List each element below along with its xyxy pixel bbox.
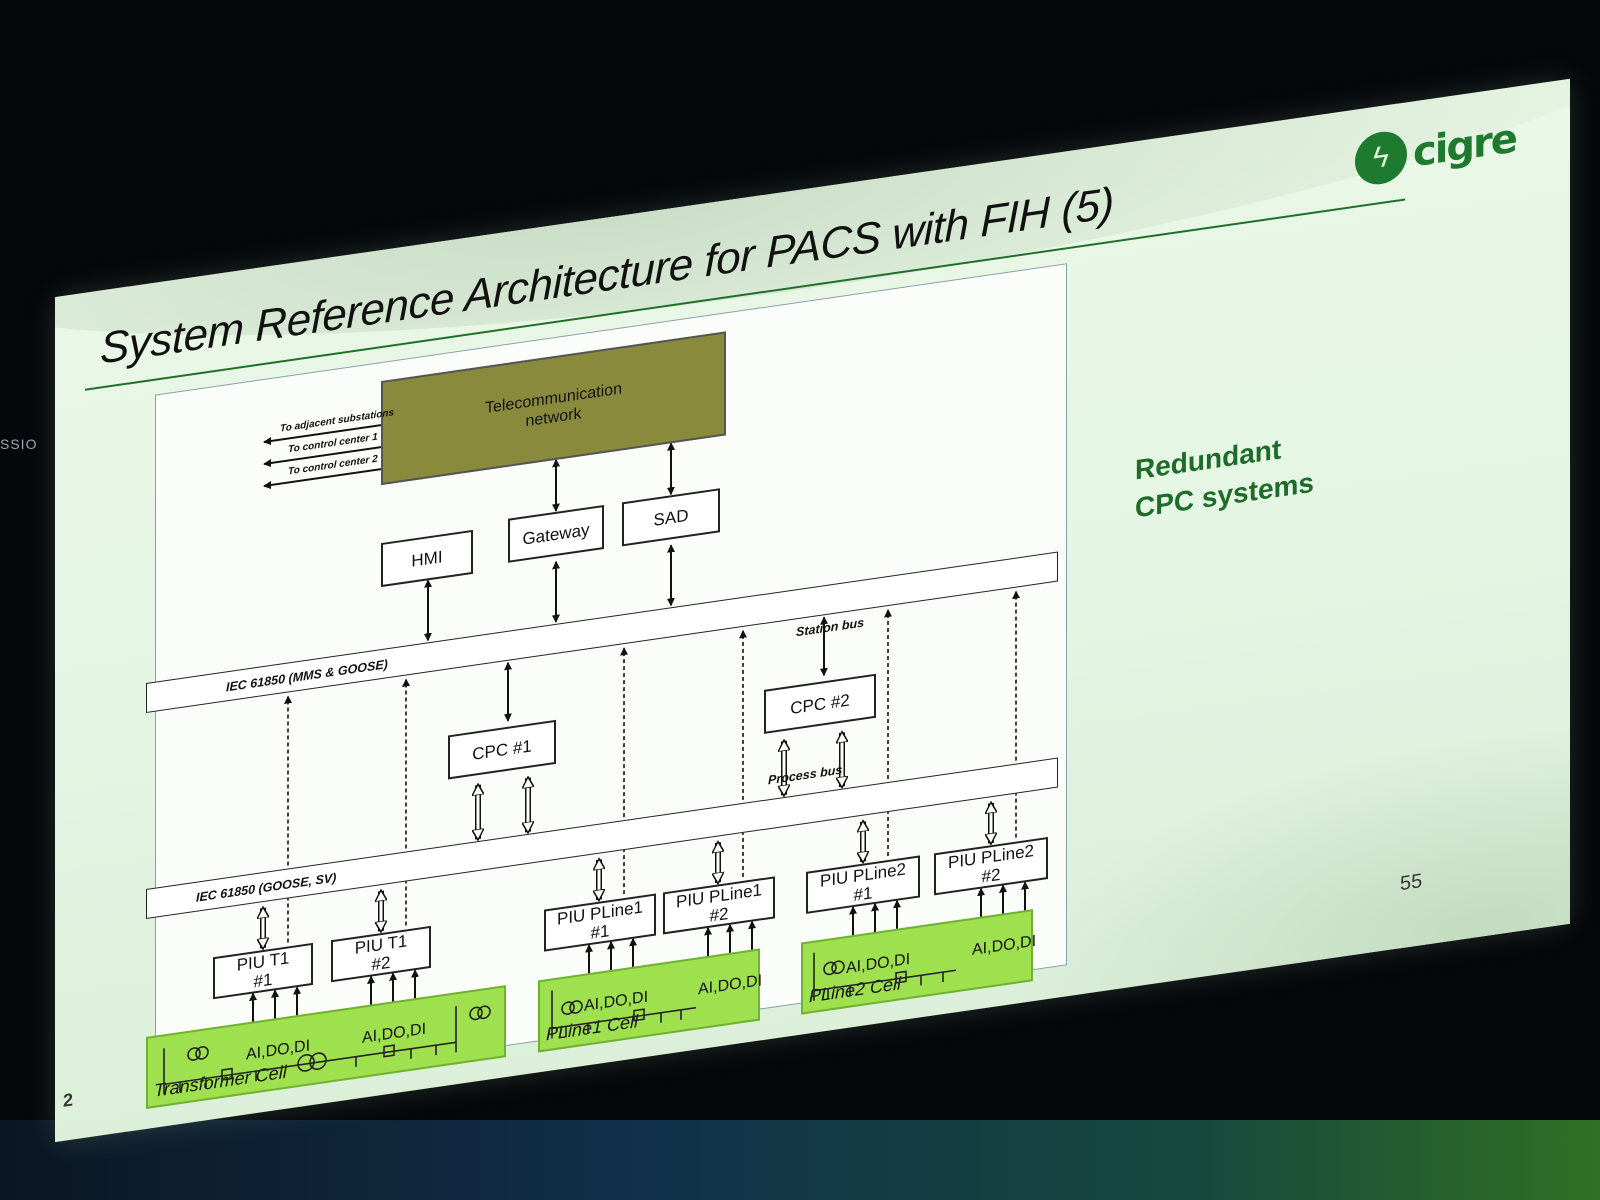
connector-layer: [249, 424, 1029, 1043]
piu-process-links-inner: [261, 812, 993, 939]
piu-pline1-2-index: #2: [709, 904, 729, 926]
telecom-links: [552, 442, 675, 512]
cpc-station-links: [504, 616, 828, 722]
side-banner-text: SSIO: [0, 436, 38, 452]
telecom-label: Telecommunication network: [485, 380, 622, 431]
station-device-links: [424, 544, 675, 642]
logo-wordmark: cigre: [1413, 115, 1516, 177]
piu-station-dashed-links: [284, 590, 1020, 943]
slide: System Reference Architecture for PACS w…: [55, 78, 1570, 1143]
transformer-cell-label: Transformer Cell: [154, 1061, 287, 1101]
page-number: 55: [1400, 870, 1423, 896]
lightning-globe-icon: ϟ: [1355, 128, 1407, 188]
piu-pline2-2-index: #2: [981, 864, 1001, 887]
cpc-process-links-inner: [476, 742, 844, 830]
stage-lighting: [0, 1120, 1600, 1200]
piu-pline1-1-index: #1: [590, 921, 610, 943]
piu-t1-1-index: #1: [253, 969, 273, 992]
corner-number: 2: [63, 1089, 74, 1111]
outbound-link-arrows: [263, 424, 381, 489]
pline1-cell-label: PLine1 Cell: [546, 1011, 639, 1045]
piu-t1-2-index: #2: [371, 952, 391, 975]
architecture-diagram: Telecommunication network To adjacent su…: [146, 263, 1067, 1109]
footer-swoosh: [1005, 684, 1570, 1121]
callout-text: Redundant CPC systems: [1135, 426, 1314, 528]
pline2-cell-label: PLine2 Cell: [809, 973, 902, 1007]
piu-pline2-1-index: #1: [853, 883, 873, 906]
